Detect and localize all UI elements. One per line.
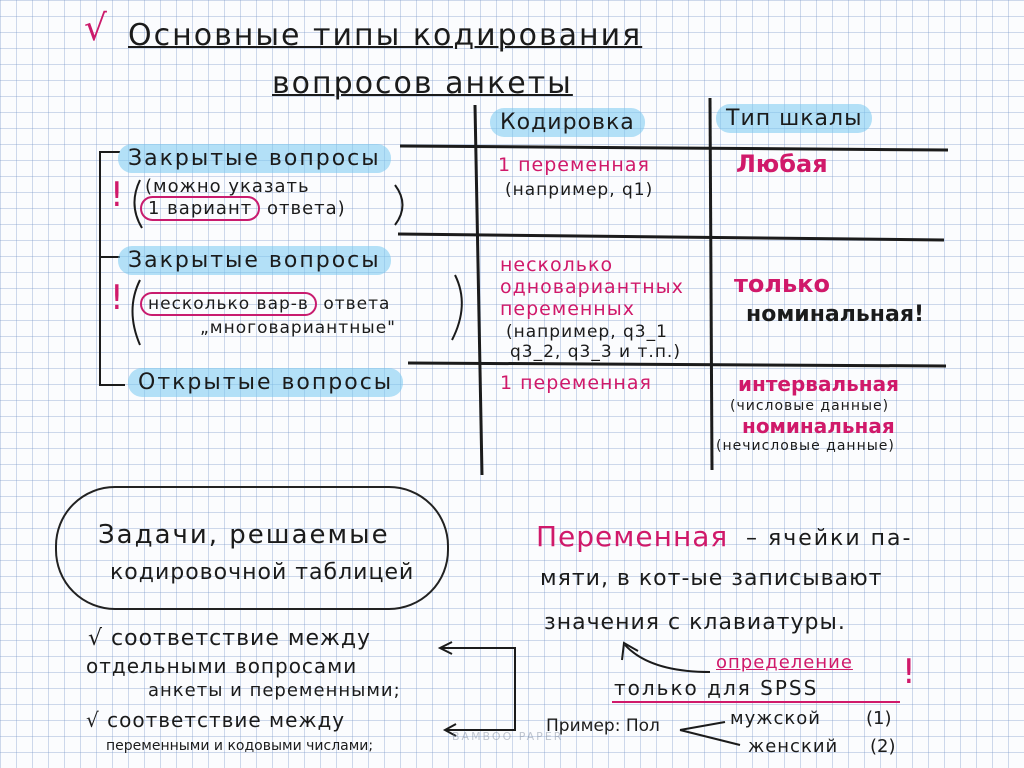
row2-note-a: ответа <box>323 294 391 314</box>
row2-coding-note-1: (например, q3_1 <box>506 322 668 342</box>
row1-coding-note: (например, q1) <box>505 180 654 200</box>
tasks-oval <box>55 486 449 610</box>
row2-coding-3: переменных <box>500 298 635 320</box>
row1-note: 1 вариант ответа) <box>140 196 346 221</box>
page-title: Основные типы кодирования <box>128 18 643 53</box>
row1-note-a: (можно указать <box>145 176 310 197</box>
task2-line1: √ соответствие между <box>86 708 346 732</box>
row1-scale: Любая <box>736 150 828 178</box>
header-scale: Тип шкалы <box>716 104 873 133</box>
row3-question: Открытые вопросы <box>128 368 404 397</box>
definition-note-2: только для SPSS <box>614 676 819 700</box>
page-subtitle: вопросов анкеты <box>272 66 573 101</box>
row2-coding-1: несколько <box>500 254 614 276</box>
row2-note-oval: несколько вар-в <box>140 292 317 316</box>
definition-text-2: мяти, в кот-ые записывают <box>540 566 883 591</box>
definition-term: Переменная <box>536 520 729 553</box>
row1-coding: 1 переменная <box>498 154 650 176</box>
example-label: Пример: Пол <box>546 716 660 736</box>
row3-scale-2: номинальная <box>742 414 895 438</box>
example-2: женский <box>748 736 839 757</box>
row3-scale-1: интервальная <box>738 372 899 396</box>
row2-note-b: „многовариантные" <box>200 318 397 338</box>
definition-text-3: значения с клавиатуры. <box>544 610 846 635</box>
row3-scale-1-note: (числовые данные) <box>730 398 890 414</box>
row2-scale-1: только <box>734 270 830 298</box>
row2-question: Закрытые вопросы <box>118 246 391 275</box>
row1-question: Закрытые вопросы <box>118 144 391 173</box>
row2-bang: ! <box>110 278 124 318</box>
row2-coding-note-2: q3_2, q3_3 и т.п.) <box>510 342 681 362</box>
task1-line3: анкеты и переменными; <box>148 680 401 701</box>
example-1-code: (1) <box>866 708 892 729</box>
tasks-title-1: Задачи, решаемые <box>98 520 390 550</box>
row1-note-b: ответа) <box>266 198 346 219</box>
example-1: мужской <box>730 708 821 729</box>
row2-scale-2: номинальная! <box>746 302 924 327</box>
row1-note-oval: 1 вариант <box>140 196 261 221</box>
check-icon: √ <box>84 8 107 49</box>
task1-line1: √ соответствие между <box>88 626 372 651</box>
row2-coding-2: одновариантных <box>500 276 684 298</box>
tasks-title-2: кодировочной таблицей <box>110 560 415 585</box>
definition-bang: ! <box>902 652 916 692</box>
task1-line2: отдельными вопросами <box>86 654 358 678</box>
definition-note-1: определение <box>716 652 853 673</box>
row3-scale-2-note: (нечисловые данные) <box>716 438 895 454</box>
row3-coding: 1 переменная <box>500 372 652 394</box>
definition-text-1: – ячейки па- <box>746 526 913 551</box>
header-coding: Кодировка <box>490 108 645 137</box>
watermark: BAMBOO PAPER <box>452 730 564 743</box>
task2-line2: переменными и кодовыми числами; <box>106 738 374 754</box>
row1-bang: ! <box>110 175 124 215</box>
row2-note: несколько вар-в ответа <box>140 292 391 316</box>
example-2-code: (2) <box>870 736 896 757</box>
